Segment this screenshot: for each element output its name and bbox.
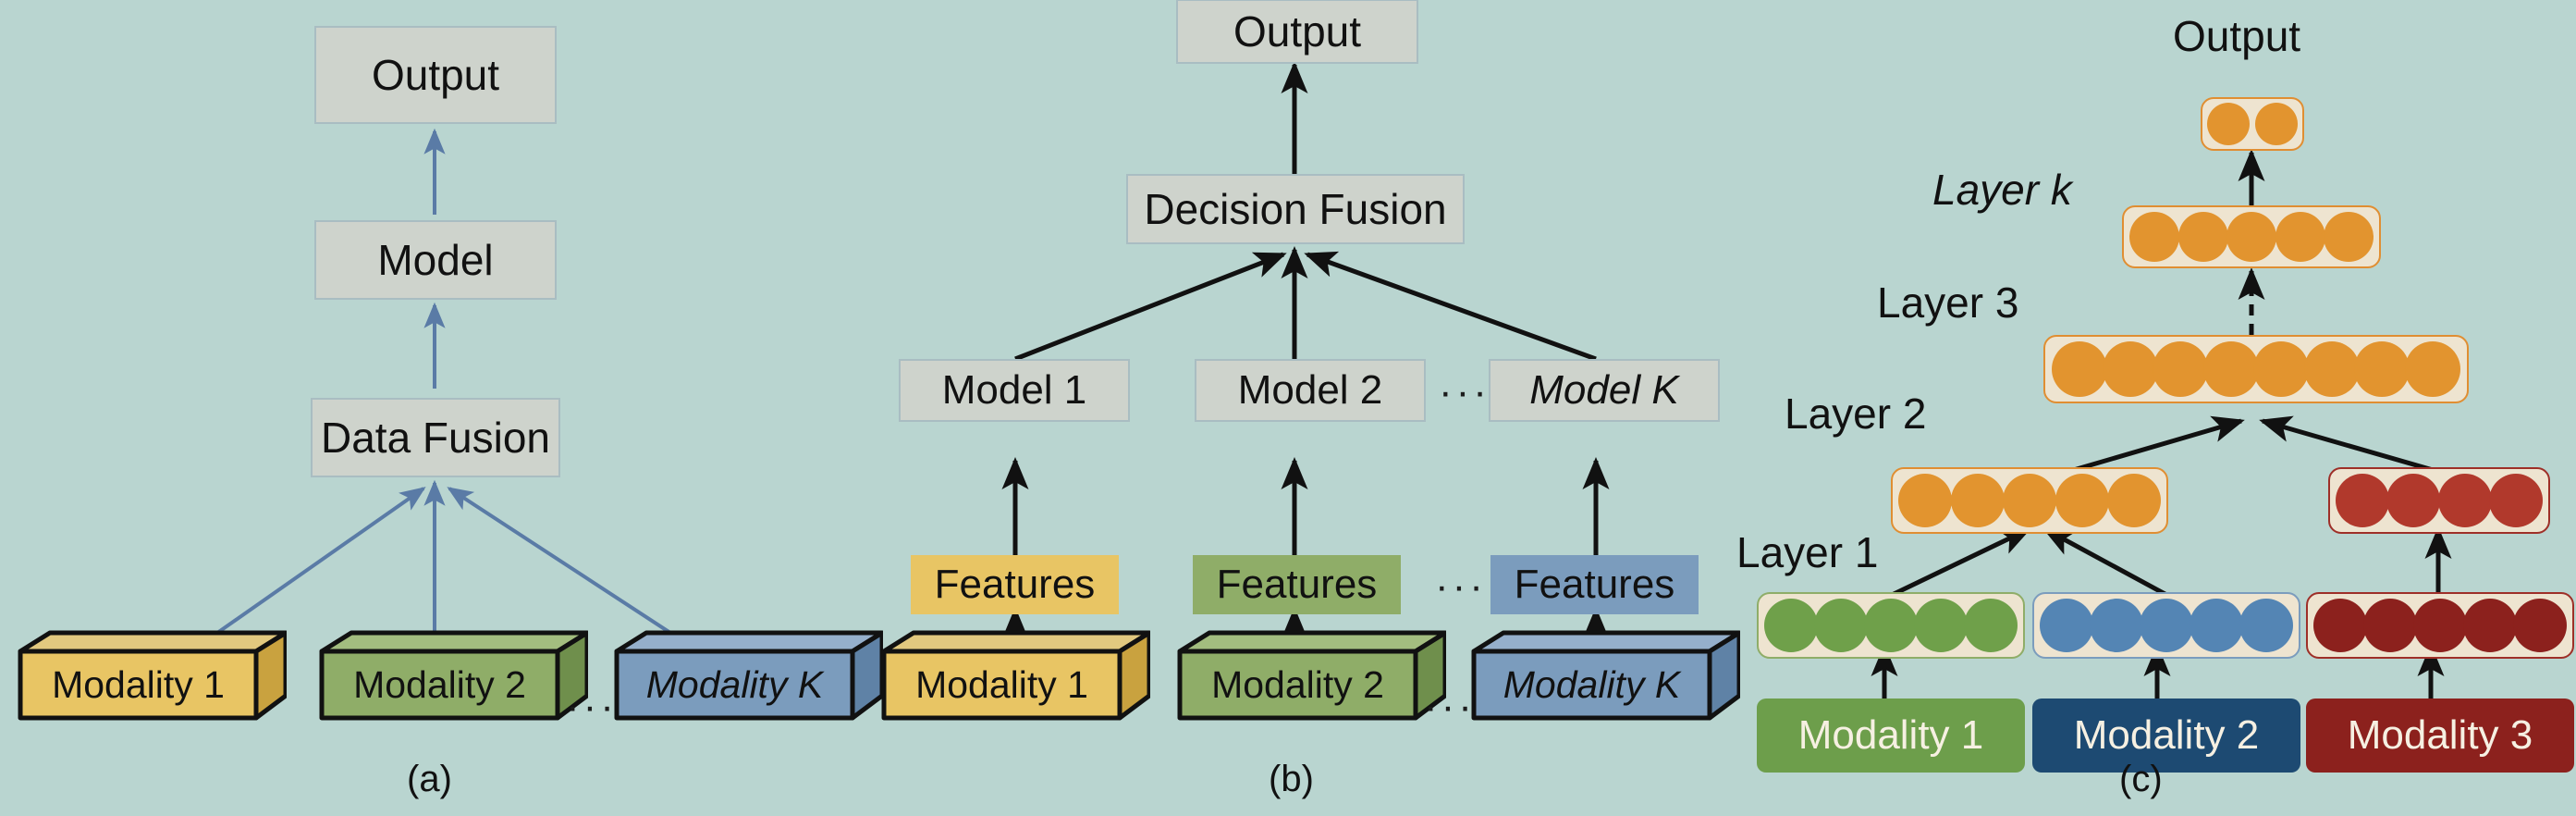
panel-b-model-k-box[interactable]: Model K	[1489, 359, 1720, 422]
neuron-node	[1914, 599, 1968, 652]
panel-b-decision-fusion-box[interactable]: Decision Fusion	[1126, 174, 1465, 244]
panel-b-modality-2-label: Modality 2	[1211, 662, 1384, 706]
panel-a-data-fusion-box[interactable]: Data Fusion	[311, 398, 560, 477]
neuron-node	[2489, 474, 2544, 527]
neuron-node	[2354, 341, 2410, 397]
panel-c-layer-2-left-row[interactable]	[1891, 467, 2168, 534]
neuron-node	[2275, 212, 2325, 262]
panel-b-modality-k-prism[interactable]: Modality K	[1470, 629, 1740, 722]
neuron-node	[2003, 474, 2056, 527]
panel-a-data-fusion-label: Data Fusion	[320, 414, 550, 462]
neuron-node	[2090, 599, 2143, 652]
panel-c-modality-2-pill[interactable]: Modality 2	[2032, 699, 2300, 773]
panel-c-modality-2-label: Modality 2	[2073, 712, 2260, 758]
panel-b-features-1-label: Features	[934, 562, 1096, 607]
neuron-node	[2513, 599, 2567, 652]
panel-a-model-label: Model	[377, 236, 494, 284]
panel-a-caption: (a)	[407, 759, 452, 799]
panel-c-output-label: Output	[2173, 12, 2301, 60]
panel-c-modality-3-pill[interactable]: Modality 3	[2306, 699, 2574, 773]
neuron-node	[2386, 474, 2441, 527]
neuron-node	[2153, 341, 2209, 397]
panel-c-modality-1-label: Modality 1	[1797, 712, 1984, 758]
neuron-node	[2253, 341, 2310, 397]
panel-c-layer-1-dred-row[interactable]	[2306, 592, 2574, 659]
panel-c-layer-2-right-row[interactable]	[2328, 467, 2550, 534]
neuron-node	[2413, 599, 2467, 652]
panel-b-model-1-box[interactable]: Model 1	[899, 359, 1130, 422]
panel-c-modality-1-pill[interactable]: Modality 1	[1757, 699, 2025, 773]
panel-b-model-2-label: Model 2	[1237, 367, 1383, 413]
neuron-node	[2303, 341, 2360, 397]
panel-c-layer-1-green-row[interactable]	[1757, 592, 2025, 659]
panel-b-model-1-label: Model 1	[941, 367, 1087, 413]
panel-a-output-box[interactable]: Output	[314, 26, 557, 124]
panel-c-output-row[interactable]	[2201, 97, 2304, 151]
panel-a-modality-k-prism[interactable]: Modality K	[613, 629, 883, 722]
neuron-node	[2363, 599, 2417, 652]
panel-b-features-2-label: Features	[1216, 562, 1378, 607]
neuron-node	[2207, 103, 2250, 145]
panel-b-modality-1-prism[interactable]: Modality 1	[880, 629, 1150, 722]
panel-c-layer-1-label: Layer 1	[1736, 528, 1879, 576]
neuron-node	[1864, 599, 1918, 652]
panel-b-model-k-label: Model K	[1529, 367, 1679, 413]
panel-a-output-label: Output	[371, 51, 500, 99]
neuron-node	[2239, 599, 2293, 652]
panel-c-layer-1-blue-row[interactable]	[2032, 592, 2300, 659]
neuron-node	[1898, 474, 1952, 527]
panel-c-layer-k-label: Layer k	[1932, 166, 2072, 214]
neuron-node	[2437, 474, 2492, 527]
panel-c-modality-3-label: Modality 3	[2347, 712, 2533, 758]
neuron-node	[2202, 341, 2259, 397]
panel-a-ellipsis: ···	[566, 684, 618, 729]
neuron-node	[2190, 599, 2243, 652]
neuron-node	[2107, 474, 2161, 527]
panel-a-model-box[interactable]: Model	[314, 220, 557, 300]
neuron-node	[2336, 474, 2389, 527]
neuron-node	[2129, 212, 2179, 262]
neuron-node	[1814, 599, 1868, 652]
panel-a-modality-k-label: Modality K	[645, 662, 824, 706]
panel-b-features-1-box[interactable]: Features	[911, 555, 1119, 614]
panel-b-caption: (b)	[1269, 759, 1314, 799]
neuron-node	[2313, 599, 2367, 652]
neuron-node	[2177, 212, 2228, 262]
neuron-node	[2052, 341, 2107, 397]
panel-c-layer-3-label: Layer 3	[1877, 278, 2019, 327]
panel-b-output-box[interactable]: Output	[1176, 0, 1418, 64]
neuron-node	[1964, 599, 2018, 652]
neuron-node	[2102, 341, 2158, 397]
neuron-node	[2255, 103, 2298, 145]
panel-b-features-k-box[interactable]: Features	[1490, 555, 1699, 614]
panel-b-features-2-box[interactable]: Features	[1193, 555, 1401, 614]
neuron-node	[2226, 212, 2276, 262]
neuron-node	[1764, 599, 1818, 652]
neuron-node	[1950, 474, 2005, 527]
neuron-node	[2405, 341, 2461, 397]
panel-c-caption: (c)	[2119, 759, 2163, 799]
neuron-node	[2463, 599, 2517, 652]
panel-c-layer-3-row[interactable]	[2043, 335, 2469, 403]
panel-b-output-label: Output	[1233, 7, 1362, 56]
neuron-node	[2040, 599, 2093, 652]
neuron-node	[2055, 474, 2109, 527]
neuron-node	[2140, 599, 2193, 652]
panel-b-features-ellipsis: ···	[1435, 563, 1487, 609]
panel-b-modality-1-label: Modality 1	[915, 662, 1088, 706]
panel-b-features-k-label: Features	[1514, 562, 1675, 607]
panel-a-modality-1-prism[interactable]: Modality 1	[17, 629, 287, 722]
panel-a-modality-2-label: Modality 2	[353, 662, 526, 706]
panel-b-modality-k-label: Modality K	[1503, 662, 1681, 706]
panel-a-modality-2-prism[interactable]: Modality 2	[318, 629, 588, 722]
panel-b-modality-ellipsis: ···	[1424, 684, 1476, 729]
panel-c-layer-2-label: Layer 2	[1785, 389, 1927, 438]
neuron-node	[2324, 212, 2374, 262]
panel-a-modality-1-label: Modality 1	[52, 662, 225, 706]
panel-b-modality-2-prism[interactable]: Modality 2	[1176, 629, 1446, 722]
panel-c-layer-k-row[interactable]	[2122, 205, 2381, 268]
panel-b-model-2-box[interactable]: Model 2	[1195, 359, 1426, 422]
panel-b-decision-fusion-label: Decision Fusion	[1144, 185, 1447, 233]
panel-b-models-ellipsis: ···	[1439, 369, 1490, 414]
